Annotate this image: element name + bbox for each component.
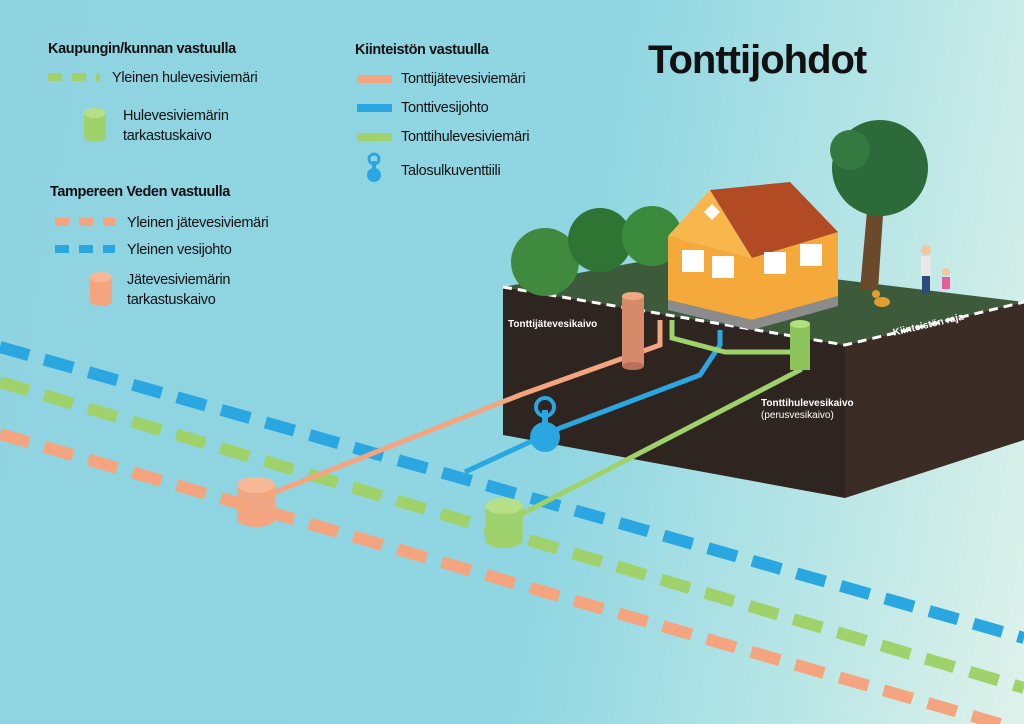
storm-well-icon (485, 498, 523, 548)
legend-water-main-label: Yleinen vesijohto (127, 242, 232, 258)
soil-block-side (845, 302, 1024, 498)
legend-sewer-well-label-1: Jätevesiviemärin (127, 272, 231, 288)
legend-valve-icon (367, 152, 381, 182)
legend-sewer-well-label-2: tarkastuskaivo (127, 292, 216, 308)
property-boundary-line (502, 285, 1024, 347)
legend-heading-tampere: Tampereen Veden vastuulla (50, 184, 230, 200)
plot-storm-well (790, 320, 810, 370)
shutoff-valve-icon (530, 396, 560, 452)
dog-icon (872, 290, 890, 307)
sewer-main-line (0, 428, 1002, 724)
legend-storm-well-label-1: Hulevesiviemärin (123, 108, 229, 124)
legend-plot-water-label: Tonttivesijohto (401, 100, 489, 116)
tree-icon (830, 120, 928, 290)
plot-sewer-well (622, 292, 644, 370)
water-main-line (0, 341, 1024, 644)
legend-valve-label: Talosulkuventtiili (401, 163, 501, 179)
legend-plot-storm-label: Tonttihulevesiviemäri (401, 129, 530, 145)
legend-heading-city: Kaupungin/kunnan vastuulla (48, 41, 236, 57)
house-icon (668, 182, 838, 330)
legend-sewer-well-icon (90, 272, 112, 306)
bush-icon (511, 206, 682, 296)
legend-sewer-main-label: Yleinen jätevesiviemäri (127, 215, 269, 231)
legend-storm-well-icon (84, 108, 106, 142)
legend-heading-property: Kiinteistön vastuulla (355, 42, 489, 58)
legend-plot-sewer-label: Tonttijätevesiviemäri (401, 71, 526, 87)
page-title: Tonttijohdot (648, 38, 867, 82)
plot-storm-well-label-1: Tonttihulevesikaivo (761, 398, 854, 409)
sewer-well-icon (237, 477, 275, 527)
plot-sewer-well-label: Tonttijätevesikaivo (508, 319, 598, 330)
legend-storm-well-label-2: tarkastuskaivo (123, 128, 212, 144)
legend-storm-main-label: Yleinen hulevesiviemäri (112, 70, 258, 86)
family-icon (921, 245, 950, 294)
plot-storm-well-label-2: (perusvesikaivo) (761, 410, 834, 421)
plot-sewer-pipe (254, 320, 663, 503)
soil-block-front (503, 287, 845, 498)
plot-drain-pipe (669, 320, 800, 355)
